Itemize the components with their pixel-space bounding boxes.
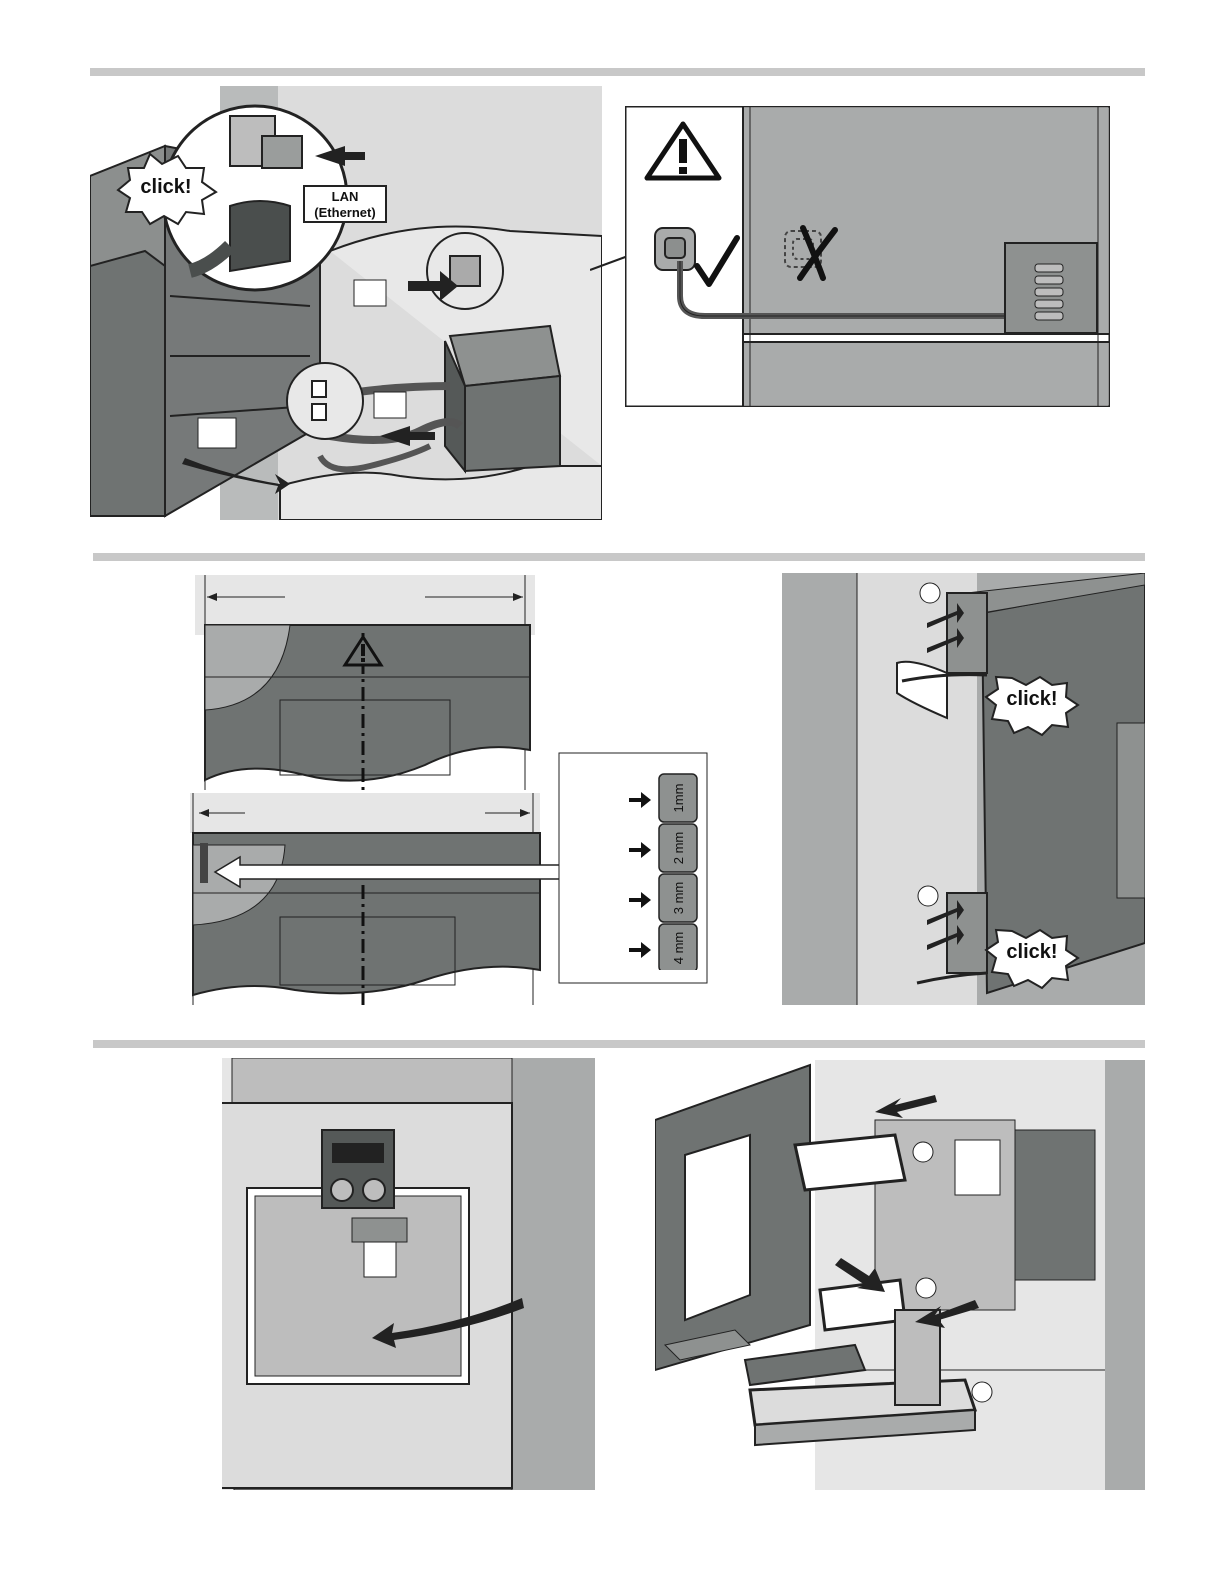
shim-2mm: 2 mm bbox=[671, 832, 686, 865]
front-panel-illustration bbox=[222, 1058, 595, 1490]
arrow-icon bbox=[629, 942, 651, 958]
shim-1mm: 1mm bbox=[671, 784, 686, 813]
connector-line bbox=[590, 250, 630, 280]
shim-list: 1mm 2 mm 3 mm 4 mm bbox=[625, 770, 705, 970]
connection-illustration: click! LAN (Ethernet) bbox=[90, 86, 602, 520]
ethernet-label: (Ethernet) bbox=[314, 205, 375, 220]
click-label: click! bbox=[140, 176, 191, 198]
section-bar-3 bbox=[93, 1040, 1145, 1048]
socket-placement-inset bbox=[625, 106, 1110, 407]
shim-3mm: 3 mm bbox=[671, 882, 686, 915]
arrow-icon bbox=[629, 892, 651, 908]
arrow-icon bbox=[629, 842, 651, 858]
shim-4mm: 4 mm bbox=[671, 932, 686, 965]
interior-illustration bbox=[655, 1060, 1145, 1490]
section-bar-2 bbox=[93, 553, 1145, 561]
arrow-icon bbox=[629, 792, 651, 808]
hinge-illustration: click! click! bbox=[782, 573, 1145, 1005]
lan-label: LAN bbox=[332, 189, 359, 204]
click-label-top: click! bbox=[1006, 688, 1057, 710]
section-bar-1 bbox=[90, 68, 1145, 76]
click-label-bottom: click! bbox=[1006, 941, 1057, 963]
